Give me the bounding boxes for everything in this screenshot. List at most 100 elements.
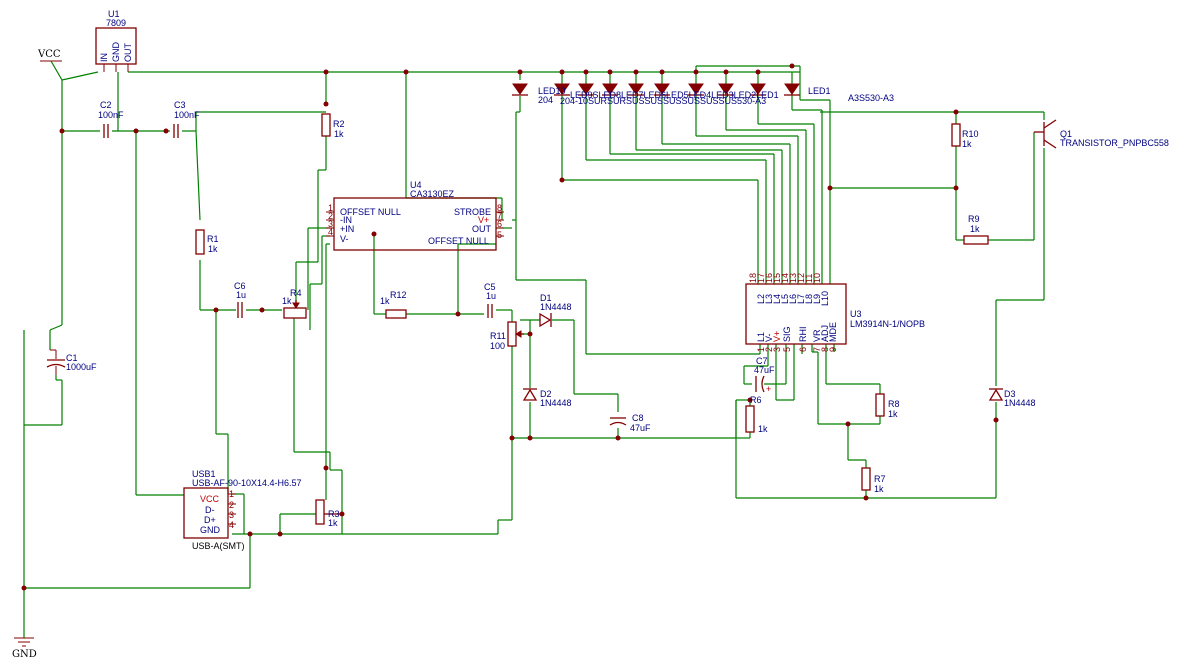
vcc-power-symbol: VCC <box>37 49 63 81</box>
usb1-ref: USB1 <box>192 469 216 479</box>
c7-ref: C7 <box>756 356 768 366</box>
wires <box>23 65 1045 589</box>
u3-pin16: 16 <box>764 273 774 283</box>
u3-vplus: V+ <box>772 331 782 342</box>
u3-pin17: 17 <box>756 273 766 283</box>
diode-d3: D3 1N4448 <box>988 388 1036 408</box>
u3-l1: L1 <box>756 332 766 342</box>
c8-ref: C8 <box>632 413 644 423</box>
resistor-r10: R10 1k <box>951 123 979 149</box>
u1-pin-out: OUT <box>123 43 133 63</box>
capacitor-c1: C1 1000uF <box>46 349 97 375</box>
transistor-q1: Q1 TRANSISTOR_PNPBC558 <box>1034 119 1169 149</box>
svg-text:+: + <box>766 384 771 394</box>
q1-ref: Q1 <box>1060 129 1072 139</box>
r9-value: 1k <box>970 224 980 234</box>
u3-pin1: 1 <box>756 347 766 352</box>
r7-ref: R7 <box>874 474 886 484</box>
r9-ref: R9 <box>968 214 980 224</box>
u4-pin6-label: OUT <box>472 224 492 234</box>
u4-pin1-num: 1 <box>328 203 333 213</box>
r6-value: 1k <box>758 424 768 434</box>
c5-ref: C5 <box>484 282 496 292</box>
u3-l10: L10 <box>820 291 830 306</box>
c6-value: 1u <box>236 290 246 300</box>
u3-ref: U3 <box>850 309 862 319</box>
resistor-r4: R4 1k <box>282 288 307 319</box>
u3-vr: VR <box>812 329 822 342</box>
u3-l5: L5 <box>780 294 790 304</box>
led1-value: A3S530-A3 <box>848 93 894 103</box>
resistor-r1: R1 1k <box>195 229 219 255</box>
driver-u3: U3 LM3914N-1/NOPB 18 17 16 15 14 13 12 1… <box>745 273 925 352</box>
usb1-pin1-num: 1 <box>229 489 234 499</box>
d3-ref: D3 <box>1004 389 1016 399</box>
led-array: LED10 204 LED9SLED8LED7LED6LED5LED4LED3L… <box>512 83 894 106</box>
c5-value: 1u <box>486 291 496 301</box>
r12-value: 1k <box>380 296 390 306</box>
u3-sig: SIG <box>782 326 792 342</box>
led-overlapping-values: 204-10SURSURSUSSUSSUSSUSSUSSUS530-A3 <box>560 96 766 106</box>
u3-pin15: 15 <box>772 273 782 283</box>
opamp-u4: U4 CA3130EZ 1 2 3 4 OFFSET NULL -IN +IN … <box>326 180 504 251</box>
u3-pin14: 14 <box>780 273 790 283</box>
capacitor-c2: C2 100nF <box>98 100 124 138</box>
vcc-label: VCC <box>37 49 61 60</box>
r3-ref: R3 <box>328 509 340 519</box>
junctions <box>21 63 999 591</box>
u4-pin2-label: -IN <box>340 215 352 225</box>
led-overlapping-refs: LED9SLED8LED7LED6LED5LED4LED3LED2LED1 <box>570 90 779 100</box>
capacitor-c7: + C7 47uF <box>754 356 775 394</box>
d3-value: 1N4448 <box>1004 398 1036 408</box>
c1-value: 1000uF <box>66 362 97 372</box>
u3-value: LM3914N-1/NOPB <box>850 319 925 329</box>
u3-l6: L6 <box>788 294 798 304</box>
u1-pin-in: IN <box>99 53 109 62</box>
u4-pin5-num: 5 <box>497 230 502 240</box>
u3-pin8: 8 <box>820 347 830 352</box>
c3-value: 100nF <box>174 110 200 120</box>
u3-l3: L3 <box>764 294 774 304</box>
r11-ref: R11 <box>490 331 506 341</box>
u3-pin13: 13 <box>788 273 798 283</box>
usb1-pin-dminus: D- <box>205 505 215 515</box>
u3-l4: L4 <box>772 294 782 304</box>
u4-ref: U4 <box>410 180 422 190</box>
u3-pin11: 11 <box>804 274 814 283</box>
diode-d2: D2 1N4448 <box>522 388 572 408</box>
u3-pin12: 12 <box>796 273 806 283</box>
u3-pin6: 6 <box>798 347 808 352</box>
c2-ref: C2 <box>100 100 112 110</box>
led10-value: 204 <box>538 95 553 105</box>
resistor-r8: R8 1k <box>875 393 900 419</box>
d2-ref: D2 <box>540 389 552 399</box>
d1-value: 1N4448 <box>540 302 572 312</box>
c6-ref: C6 <box>234 281 246 291</box>
r2-value: 1k <box>334 129 344 139</box>
u4-pin3-num: 3 <box>328 219 333 229</box>
u4-pin2-num: 2 <box>328 211 333 221</box>
r8-ref: R8 <box>888 399 900 409</box>
q1-value: TRANSISTOR_PNPBC558 <box>1060 138 1169 148</box>
diode-d1: D1 1N4448 <box>539 293 572 328</box>
usb1-pin-dplus: D+ <box>204 515 216 525</box>
u3-pin7: 7 <box>812 347 822 352</box>
u4-pin7-label: V+ <box>478 215 489 225</box>
u4-pin3-label: +IN <box>340 224 354 234</box>
c3-ref: C3 <box>174 100 186 110</box>
u4-pin8-num: 8 <box>497 203 502 213</box>
u4-pin8-label: STROBE <box>454 207 491 217</box>
d1-ref: D1 <box>540 293 552 303</box>
r10-ref: R10 <box>962 129 979 139</box>
usb1-pin-vcc: VCC <box>200 494 220 504</box>
r2-ref: R2 <box>333 119 345 129</box>
u3-l7: L7 <box>796 294 806 304</box>
capacitor-c5: C5 1u <box>484 282 496 318</box>
u3-pin10: 10 <box>812 273 822 283</box>
resistor-r9: R9 1k <box>963 214 989 245</box>
r1-ref: R1 <box>207 234 219 244</box>
u3-pin9: 9 <box>828 347 838 352</box>
u4-pin4-label: V- <box>340 234 349 244</box>
u4-pin7-num: 7 <box>497 211 502 221</box>
